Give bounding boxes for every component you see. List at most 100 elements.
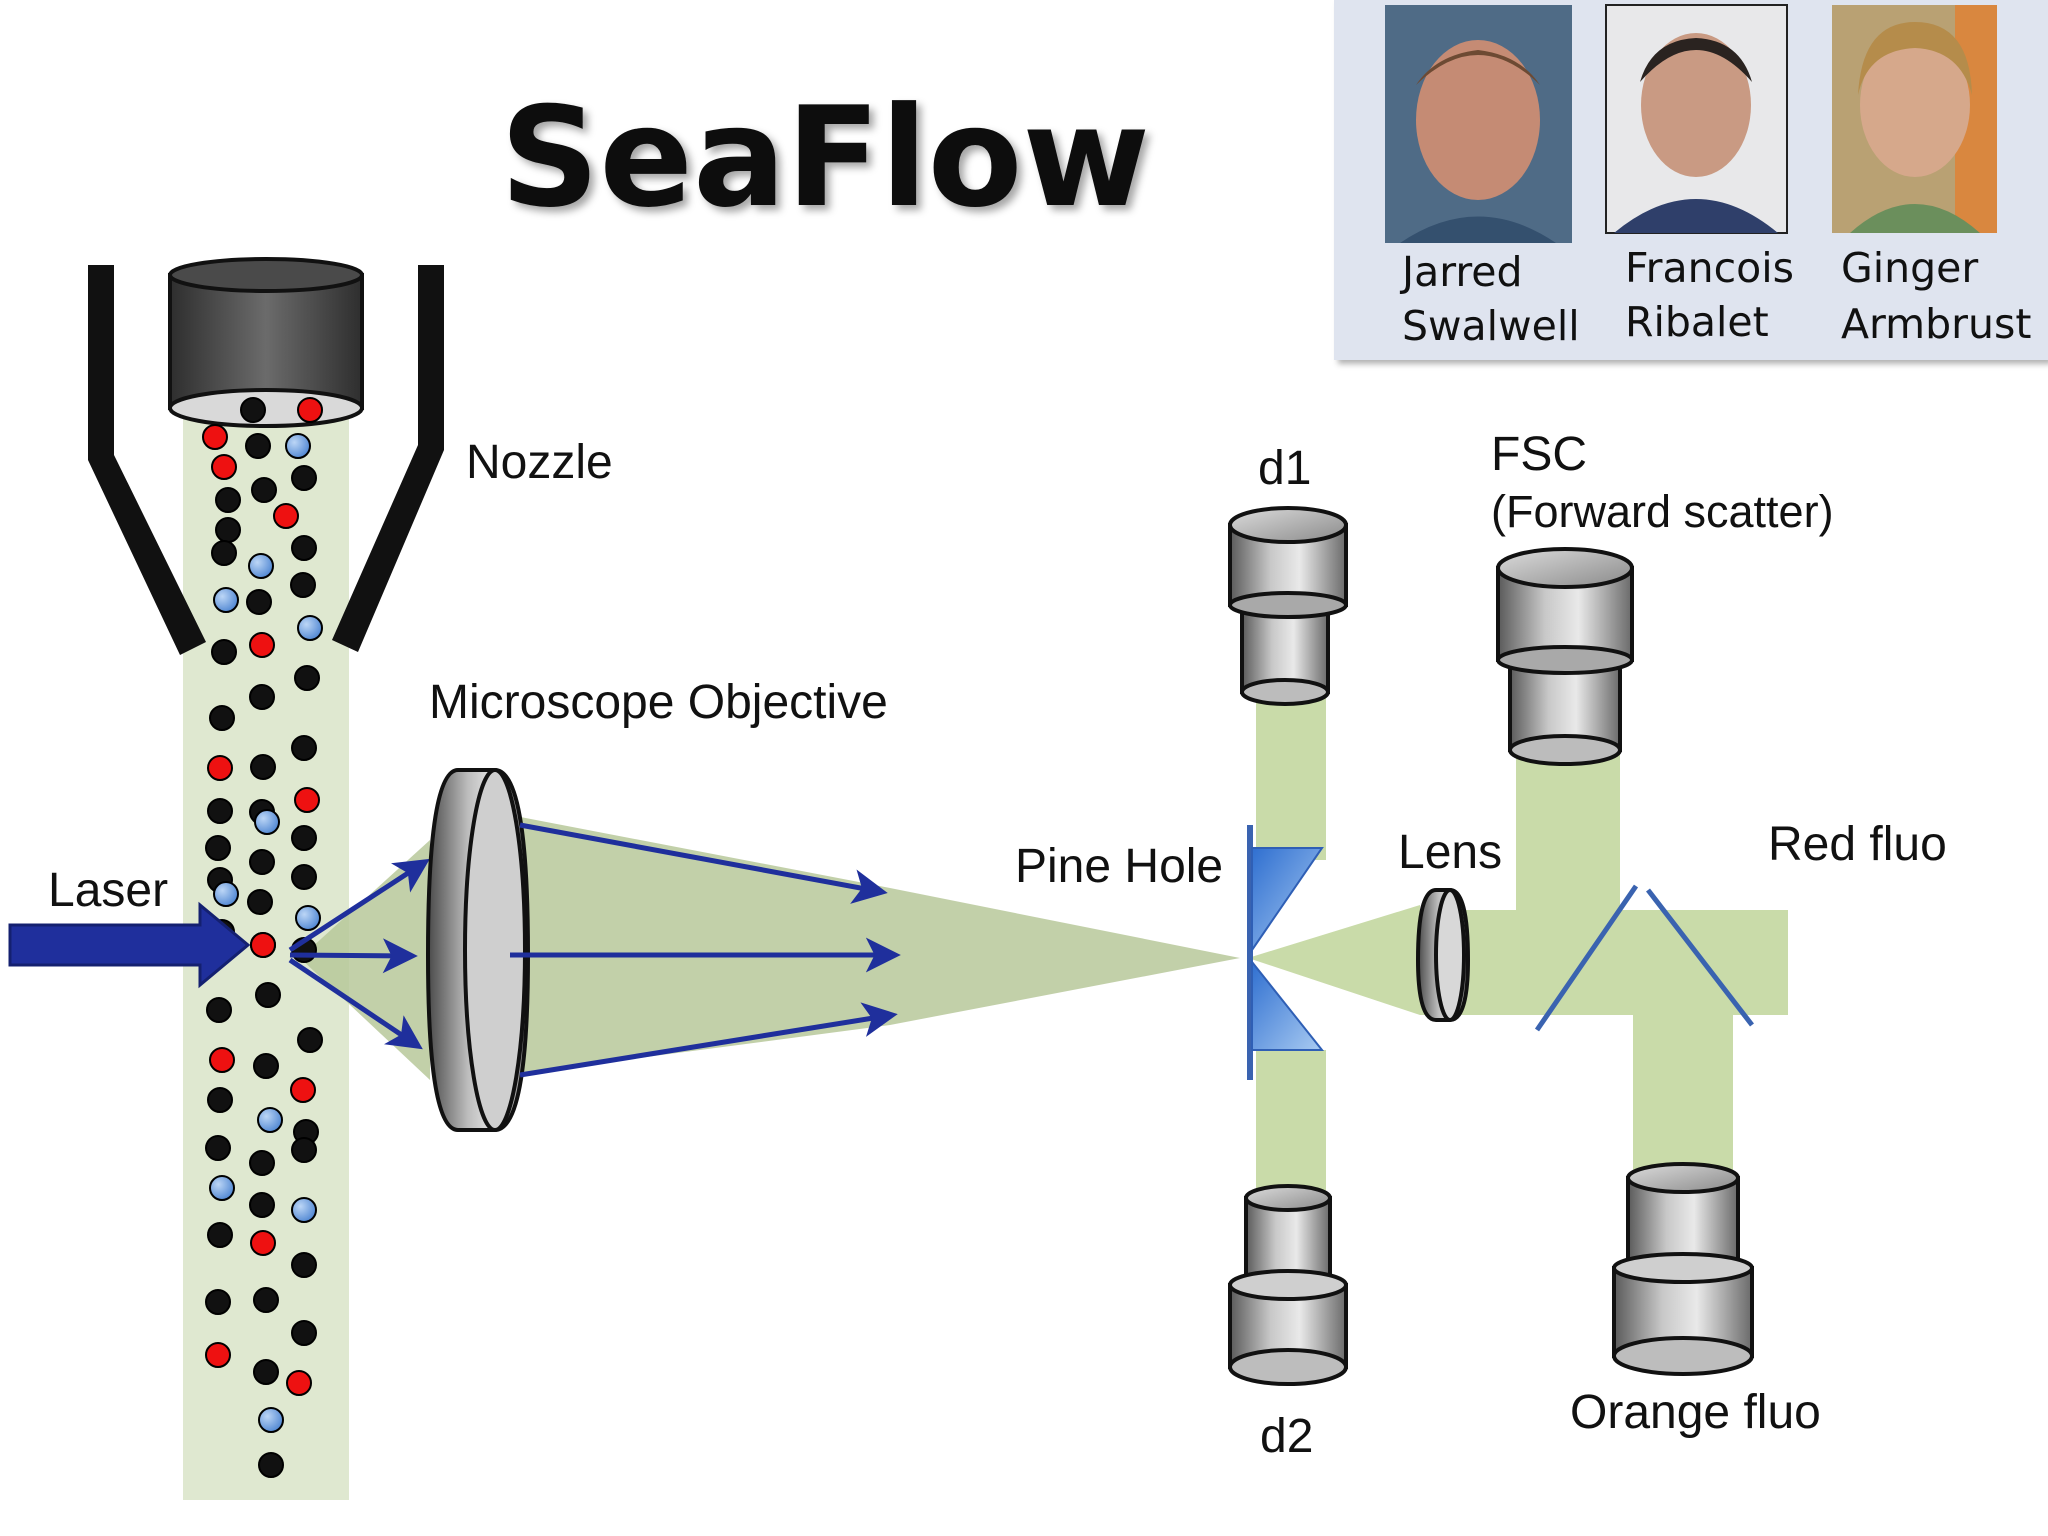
pinhole bbox=[1247, 825, 1325, 1080]
team-member-2-photo bbox=[1605, 4, 1788, 234]
horizontal-beam bbox=[1420, 910, 1788, 1015]
particle-red bbox=[290, 1077, 316, 1103]
team-member-1-first-name: Jarred bbox=[1399, 248, 1523, 296]
team-panel: Jarred Swalwell Francois Ribalet Ginger … bbox=[1334, 0, 2048, 360]
particle-blue bbox=[291, 1197, 317, 1223]
particle-red bbox=[209, 1047, 235, 1073]
particle-black bbox=[207, 798, 233, 824]
microscope-objective bbox=[425, 768, 531, 1132]
particle-blue bbox=[254, 809, 280, 835]
particle-in-laser bbox=[250, 932, 276, 958]
particle-black bbox=[215, 517, 241, 543]
particle-black bbox=[291, 465, 317, 491]
particle-black bbox=[207, 1222, 233, 1248]
particle-black bbox=[249, 849, 275, 875]
particle-black bbox=[255, 982, 281, 1008]
particle-black bbox=[205, 1135, 231, 1161]
particle-black bbox=[291, 535, 317, 561]
particle-red bbox=[205, 1342, 231, 1368]
detector-fsc bbox=[1496, 547, 1634, 766]
nozzle-label: Nozzle bbox=[466, 436, 613, 489]
laser-label: Laser bbox=[48, 864, 168, 917]
fsc-label: FSC bbox=[1491, 428, 1587, 481]
nozzle bbox=[88, 257, 444, 655]
pinhole-label: Pine Hole bbox=[1015, 840, 1223, 893]
particle-blue bbox=[285, 433, 311, 459]
particle-red bbox=[273, 503, 299, 529]
particle-red bbox=[294, 787, 320, 813]
fsc-beam bbox=[1516, 740, 1620, 910]
particle-black bbox=[247, 889, 273, 915]
particle-black bbox=[249, 1192, 275, 1218]
particle-red bbox=[202, 424, 228, 450]
d1-label: d1 bbox=[1258, 442, 1311, 495]
particle-black bbox=[245, 433, 271, 459]
particle-blue bbox=[297, 615, 323, 641]
particle-black bbox=[258, 1452, 284, 1478]
red-fluo-label: Red fluo bbox=[1768, 818, 1947, 871]
particle-blue bbox=[248, 553, 274, 579]
particle-black bbox=[294, 665, 320, 691]
particle-blue bbox=[209, 1175, 235, 1201]
detector-d1 bbox=[1228, 506, 1348, 706]
particle-black bbox=[211, 639, 237, 665]
particle-red bbox=[207, 755, 233, 781]
detector-d2 bbox=[1228, 1184, 1348, 1386]
particle-black bbox=[215, 487, 241, 513]
particle-black bbox=[291, 1320, 317, 1346]
particle-black bbox=[249, 1150, 275, 1176]
team-member-2-first-name: Francois bbox=[1625, 244, 1794, 292]
particle-black bbox=[253, 1053, 279, 1079]
particle-black bbox=[290, 572, 316, 598]
particle-red bbox=[250, 1230, 276, 1256]
particle-blue bbox=[213, 587, 239, 613]
scatter-arrow-up bbox=[288, 858, 430, 953]
particle-black bbox=[209, 705, 235, 731]
nozzle-tip bbox=[168, 257, 364, 428]
particle-black bbox=[291, 735, 317, 761]
lens bbox=[1415, 888, 1471, 1022]
scatter-arrow-middle bbox=[289, 938, 418, 974]
particle-red bbox=[211, 454, 237, 480]
particle-red bbox=[249, 632, 275, 658]
dichroic-mirror-1 bbox=[1534, 884, 1639, 1032]
team-member-3-photo bbox=[1832, 5, 1997, 233]
team-member-1-photo bbox=[1385, 5, 1572, 243]
microscope-objective-label: Microscope Objective bbox=[429, 676, 888, 729]
particle-black bbox=[291, 825, 317, 851]
focus-arrow-bottom bbox=[519, 1002, 898, 1078]
particle-black bbox=[253, 1287, 279, 1313]
laser-arrow bbox=[8, 901, 251, 989]
particle-black bbox=[297, 1027, 323, 1053]
particle-black bbox=[206, 997, 232, 1023]
particle-black bbox=[207, 1087, 233, 1113]
particle-black bbox=[291, 864, 317, 890]
orange-fluo-label: Orange fluo bbox=[1570, 1386, 1821, 1439]
team-member-1-last-name: Swalwell bbox=[1402, 302, 1580, 350]
particle-black bbox=[205, 835, 231, 861]
particles bbox=[202, 397, 323, 1478]
fsc-description-label: (Forward scatter) bbox=[1491, 486, 1834, 537]
particle-black bbox=[205, 1289, 231, 1315]
dichroic-mirrors bbox=[1534, 884, 1754, 1032]
scatter-arrows bbox=[288, 858, 430, 1050]
particle-blue bbox=[257, 1107, 283, 1133]
scatter-arrow-down bbox=[288, 957, 423, 1050]
particle-black bbox=[240, 397, 266, 423]
focus-arrow-top bbox=[519, 822, 888, 904]
lens-label: Lens bbox=[1398, 826, 1502, 879]
detector-orange-fluo bbox=[1612, 1162, 1754, 1376]
particle-blue bbox=[213, 881, 239, 907]
particle-black bbox=[291, 1252, 317, 1278]
page-title: SeaFlow bbox=[500, 77, 1150, 238]
particle-red bbox=[286, 1370, 312, 1396]
particle-black bbox=[253, 1359, 279, 1385]
particle-blue bbox=[295, 905, 321, 931]
d2-label: d2 bbox=[1260, 1410, 1313, 1463]
diverging-cone bbox=[1248, 905, 1420, 1015]
team-member-3-first-name: Ginger bbox=[1841, 244, 1978, 292]
nozzle-right-wall bbox=[332, 265, 444, 652]
particle-black bbox=[211, 540, 237, 566]
team-member-3-last-name: Armbrust bbox=[1841, 300, 2031, 348]
particle-black bbox=[246, 589, 272, 615]
